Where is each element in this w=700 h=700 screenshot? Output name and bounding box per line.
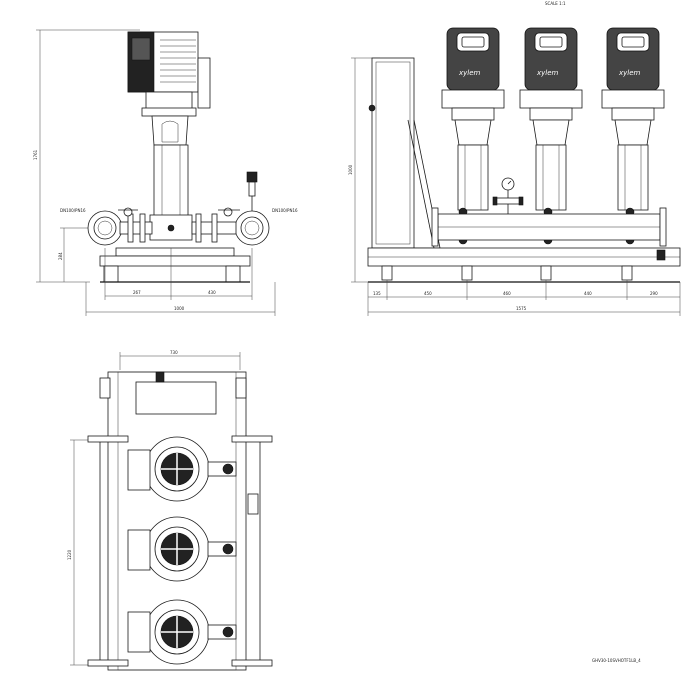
overall-length-label: 1575: [516, 306, 527, 311]
top-width-label: 730: [170, 350, 178, 355]
drawing-code: GHV30-10SVHOTF1LB_4: [592, 658, 641, 663]
segment-label-1: 135: [373, 291, 381, 296]
suction-label: DN100/PN16: [60, 208, 86, 213]
pump-unit-2: xylem: [519, 27, 583, 245]
dim-left-label: 267: [133, 290, 141, 295]
top-control-panel: [135, 381, 217, 415]
height-label: 1761: [33, 149, 38, 160]
top-pump-3: [127, 599, 237, 665]
top-pump-1: [127, 436, 237, 502]
dim-right-label: 430: [208, 290, 216, 295]
segment-label-4: 440: [584, 291, 592, 296]
pump-unit-1: xylem: [441, 27, 505, 245]
top-depth-label: 1220: [67, 549, 72, 560]
top-pump-2: [127, 516, 237, 582]
brand-logo-2: xylem: [536, 69, 559, 77]
segment-label-5: 290: [650, 291, 658, 296]
discharge-label: DN100/PN16: [272, 208, 298, 213]
inlet-height-label: 284: [58, 252, 63, 260]
brand-logo-3: xylem: [618, 69, 641, 77]
front-view: 1000 xylem xylem: [348, 27, 681, 316]
pump-body: [153, 144, 189, 221]
top-view: 730 1220: [67, 350, 273, 671]
scale-note: SCALE 1:1: [545, 1, 566, 6]
suction-flange: [87, 210, 123, 246]
overall-width-label: 1000: [174, 306, 185, 311]
front-height-label: 1000: [348, 164, 353, 175]
pressure-gauge-assembly: [492, 177, 524, 215]
side-view: 1761 284: [33, 29, 298, 316]
segment-label-2: 450: [424, 291, 432, 296]
control-panel: [371, 57, 415, 249]
base-frame-top: [115, 247, 235, 257]
pump-unit-3: xylem: [601, 27, 665, 245]
segment-label-3: 460: [503, 291, 511, 296]
brand-logo-1: xylem: [458, 69, 481, 77]
discharge-flange: [234, 210, 270, 246]
